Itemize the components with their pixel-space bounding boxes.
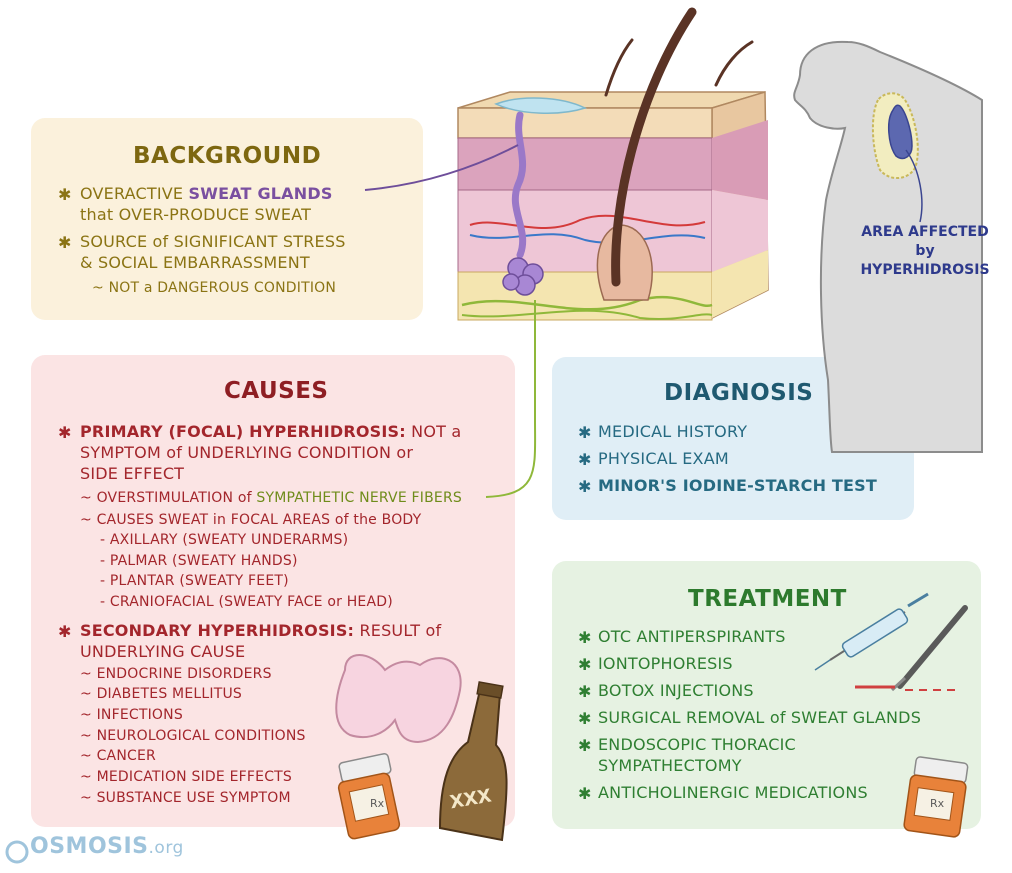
callout-line-2: by HYPERHIDROSIS	[860, 243, 990, 278]
beer-bottle-illustration: XXX	[438, 681, 508, 842]
secondary-cause-item: ~ CANCER	[80, 748, 156, 764]
bullet-icon: ✱	[58, 233, 72, 252]
focal-area-item: - CRANIOFACIAL (SWEATY FACE or HEAD)	[100, 594, 393, 610]
causes-title: CAUSES	[224, 378, 329, 404]
treatment-item: ANTICHOLINERGIC MEDICATIONS	[598, 783, 868, 802]
background-bullet-1: OVERACTIVE SWEAT GLANDS	[80, 184, 333, 203]
bullet-icon: ✱	[58, 622, 72, 641]
treatment-title: TREATMENT	[688, 586, 847, 612]
primary-definition-line2: SYMPTOM of UNDERLYING CONDITION or	[80, 443, 414, 462]
secondary-cause-item: ~ ENDOCRINE DISORDERS	[80, 666, 272, 682]
scalpel-illustration	[855, 605, 968, 692]
thyroid-gland-illustration	[335, 654, 462, 744]
bullet-icon: ✱	[58, 185, 72, 204]
focal-area-item: - PALMAR (SWEATY HANDS)	[100, 553, 298, 569]
secondary-definition-line2: UNDERLYING CAUSE	[80, 642, 246, 661]
secondary-cause-item: ~ MEDICATION SIDE EFFECTS	[80, 769, 293, 785]
secondary-cause-item: ~ SUBSTANCE USE SYMPTOM	[80, 790, 291, 806]
syringe-illustration	[814, 592, 929, 671]
primary-sub-cause-2: ~ CAUSES SWEAT in FOCAL AREAS of the BOD…	[80, 512, 422, 528]
primary-definition-line3: SIDE EFFECT	[80, 464, 185, 483]
nerve-fiber-leader-line	[485, 300, 537, 498]
bullet-icon: ✱	[578, 450, 592, 469]
person-silhouette	[793, 40, 983, 453]
treatment-item: SURGICAL REMOVAL of SWEAT GLANDS	[598, 708, 922, 727]
bullet-icon: ✱	[58, 423, 72, 442]
secondary-cause-item: ~ DIABETES MELLITUS	[80, 686, 242, 702]
bullet-icon: ✱	[578, 784, 592, 803]
diagnosis-item: MINOR'S IODINE-STARCH TEST	[598, 476, 878, 495]
bullet-icon: ✱	[578, 709, 592, 728]
diagnosis-item: MEDICAL HISTORY	[598, 422, 748, 441]
focal-area-item: - AXILLARY (SWEATY UNDERARMS)	[100, 532, 349, 548]
bullet-icon: ✱	[578, 655, 592, 674]
pill-bottle-illustration: Rx	[337, 753, 401, 840]
treatment-item: OTC ANTIPERSPIRANTS	[598, 627, 786, 646]
background-bullet-2: SOURCE of SIGNIFICANT STRESS	[80, 232, 346, 251]
background-bullet-1-cont: that OVER-PRODUCE SWEAT	[80, 205, 312, 224]
secondary-cause-item: ~ INFECTIONS	[80, 707, 183, 723]
logo-suffix: .org	[148, 838, 184, 858]
focal-area-item: - PLANTAR (SWEATY FEET)	[100, 573, 289, 589]
logo-text: OSMOSIS	[30, 834, 149, 859]
bullet-icon: ✱	[578, 477, 592, 496]
bullet-icon: ✱	[578, 736, 592, 755]
primary-hyperhidrosis-heading: PRIMARY (FOCAL) HYPERHIDROSIS: NOT a	[80, 422, 462, 441]
rx-label: Rx	[370, 797, 385, 810]
callout-line-1: AREA AFFECTED	[861, 224, 989, 240]
treatment-item: ENDOSCOPIC THORACIC	[598, 735, 796, 754]
background-title: BACKGROUND	[133, 143, 322, 169]
bullet-icon: ✱	[578, 628, 592, 647]
secondary-cause-item: ~ NEUROLOGICAL CONDITIONS	[80, 728, 306, 744]
treatment-item: BOTOX INJECTIONS	[598, 681, 754, 700]
secondary-hyperhidrosis-heading: SECONDARY HYPERHIDROSIS: RESULT of	[80, 621, 442, 640]
causes-panel	[31, 355, 515, 827]
primary-sub-cause-1: ~ OVERSTIMULATION of SYMPATHETIC NERVE F…	[80, 490, 462, 506]
treatment-item: IONTOPHORESIS	[598, 654, 733, 673]
skin-cross-section-illustration	[457, 7, 769, 321]
pill-bottle-treatment-illustration: Rx	[903, 756, 969, 838]
diagnosis-item: PHYSICAL EXAM	[598, 449, 729, 468]
background-sub-note: ~ NOT a DANGEROUS CONDITION	[92, 280, 337, 296]
background-panel	[31, 118, 423, 320]
area-affected-callout: AREA AFFECTED by HYPERHIDROSIS	[850, 223, 1000, 280]
bullet-icon: ✱	[578, 682, 592, 701]
background-bullet-2-cont: & SOCIAL EMBARRASSMENT	[80, 253, 310, 272]
diagnosis-title: DIAGNOSIS	[664, 380, 814, 406]
osmosis-logo[interactable]: OSMOSIS.org	[6, 834, 184, 859]
osmosis-logo-icon	[5, 840, 29, 864]
bullet-icon: ✱	[578, 423, 592, 442]
treatment-item-cont: SYMPATHECTOMY	[598, 756, 742, 775]
sweat-gland-leader-line	[364, 144, 519, 191]
rx-label-2: Rx	[930, 797, 945, 810]
